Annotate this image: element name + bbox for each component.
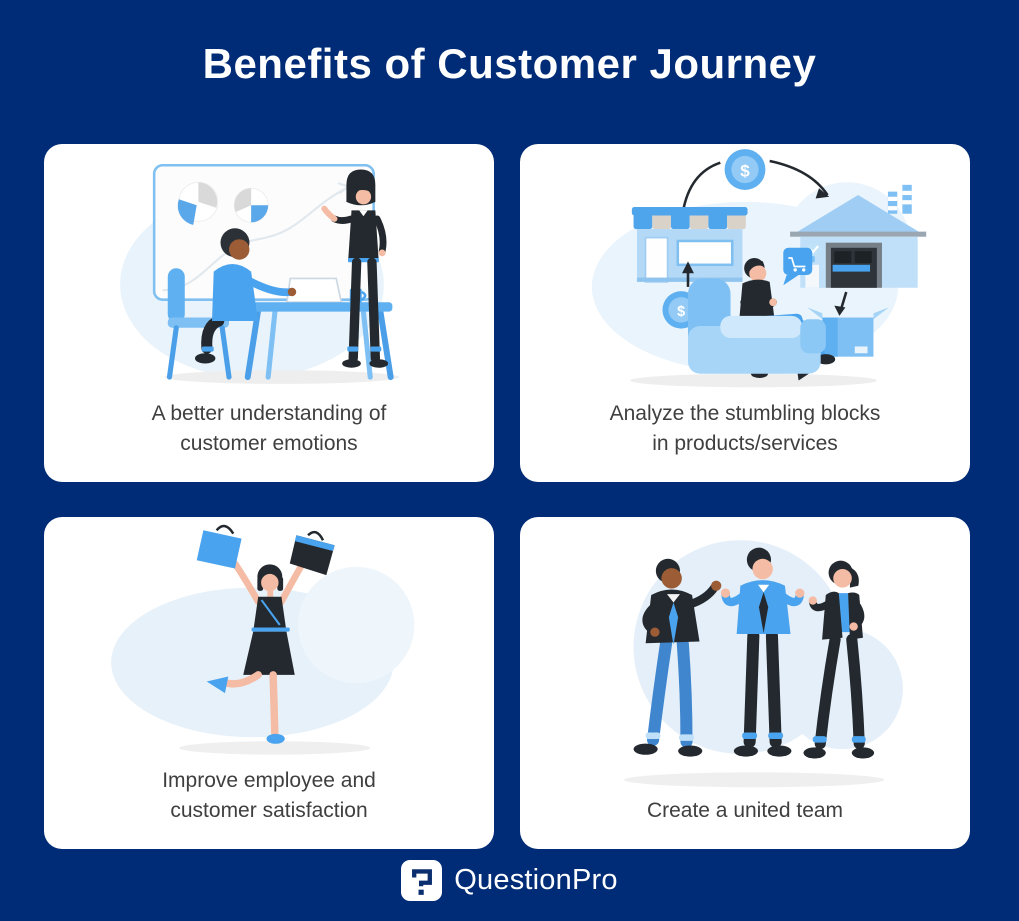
whiteboard-presentation-illustration xyxy=(120,163,400,384)
caption-line: customer emotions xyxy=(180,431,358,455)
card-stumbling-blocks: $ $ xyxy=(520,144,970,482)
caption-line: Create a united team xyxy=(646,798,844,822)
card-caption: A better understanding of customer emoti… xyxy=(132,399,407,482)
caption-line: A better understanding of xyxy=(151,402,387,426)
happy-shopper-illustration xyxy=(111,524,415,755)
questionpro-logo-icon xyxy=(401,860,443,901)
benefits-grid: A better understanding of customer emoti… xyxy=(44,144,970,849)
brand-name: QuestionPro xyxy=(454,864,618,896)
dollar-coin-icon: $ xyxy=(740,161,750,180)
card-caption: Analyze the stumbling blocks in products… xyxy=(590,399,901,482)
caption-line: Analyze the stumbling blocks xyxy=(609,402,881,426)
dollar-coin-icon: $ xyxy=(677,304,685,320)
caption-line: customer satisfaction xyxy=(170,798,368,822)
card-satisfaction: Improve employee and customer satisfacti… xyxy=(44,517,494,849)
team-discussion-illustration xyxy=(624,540,903,788)
brand-footer: QuestionPro xyxy=(0,860,1019,901)
caption-line: Improve employee and xyxy=(162,769,376,793)
caption-line: in products/services xyxy=(652,431,838,455)
purchase-cycle-illustration: $ $ xyxy=(591,149,927,388)
card-united-team: Create a united team xyxy=(520,517,970,849)
card-caption: Improve employee and customer satisfacti… xyxy=(142,766,396,849)
card-caption: Create a united team xyxy=(627,796,863,849)
page-title: Benefits of Customer Journey xyxy=(202,40,817,87)
questionpro-glyph-icon xyxy=(411,868,432,895)
card-customer-emotions: A better understanding of customer emoti… xyxy=(44,144,494,482)
